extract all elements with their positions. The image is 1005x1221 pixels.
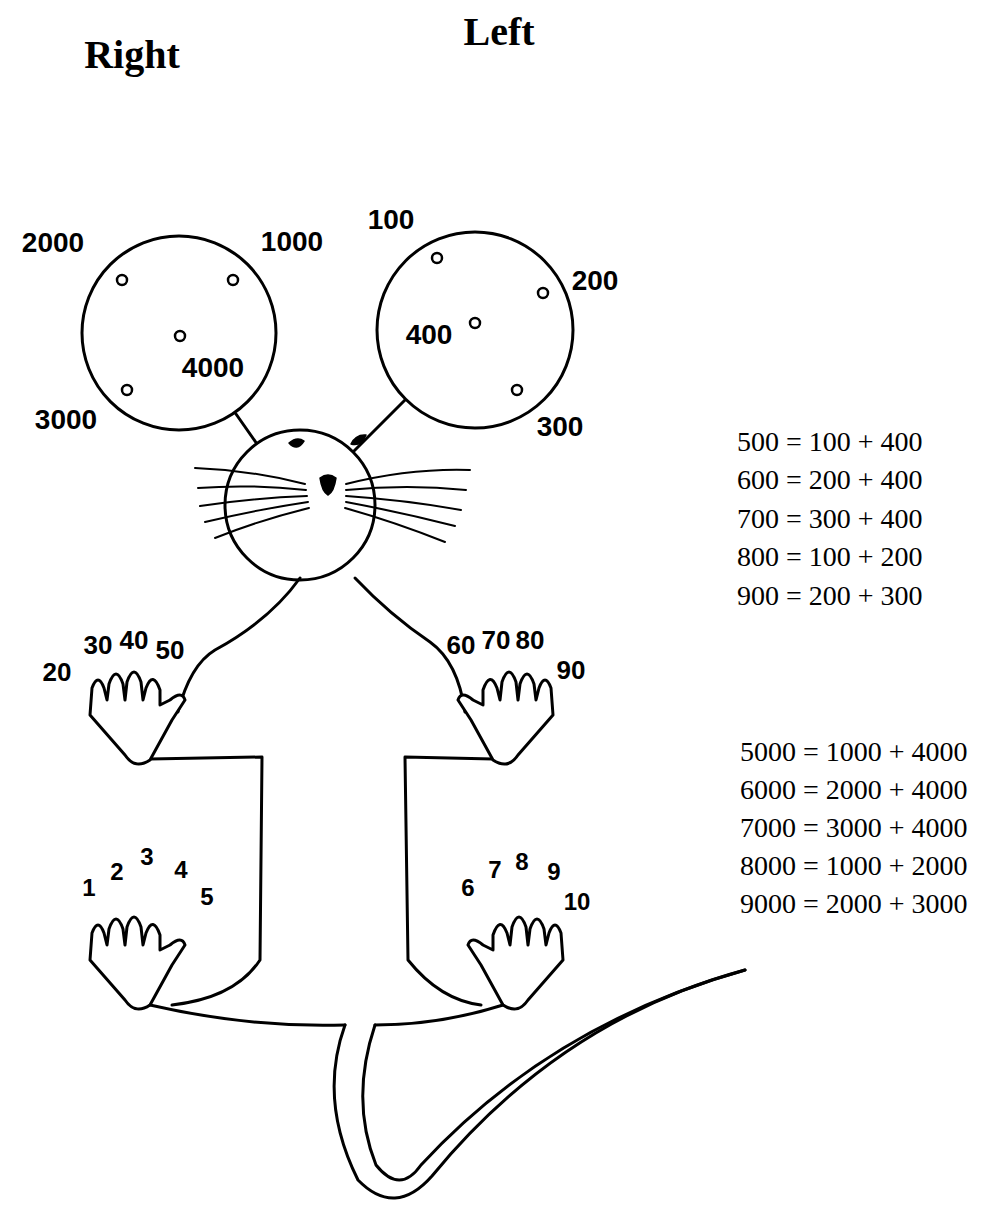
eye xyxy=(351,435,366,445)
place-value-number: 200 xyxy=(572,267,619,295)
sum-equation: 600 = 200 + 400 xyxy=(737,466,923,494)
whiskers xyxy=(195,468,470,542)
place-value-number: 4000 xyxy=(182,354,244,382)
finger-number: 90 xyxy=(557,657,586,683)
side-heading: Right xyxy=(84,35,180,75)
place-value-number: 1000 xyxy=(261,228,323,256)
ear-dot xyxy=(538,288,548,298)
sum-equation: 500 = 100 + 400 xyxy=(737,428,923,456)
finger-number: 8 xyxy=(515,850,528,874)
ear-outline xyxy=(375,230,575,430)
finger-number: 80 xyxy=(516,627,545,653)
place-value-number: 300 xyxy=(537,413,584,441)
finger-number: 5 xyxy=(200,885,213,909)
ear-outline xyxy=(377,232,573,428)
sum-equation: 6000 = 2000 + 4000 xyxy=(740,776,968,804)
place-value-number: 2000 xyxy=(22,229,84,257)
sum-equation: 9000 = 2000 + 3000 xyxy=(740,890,968,918)
finger-number: 4 xyxy=(174,858,187,882)
tail-outline xyxy=(363,970,745,1180)
ear-circle: 2000100040003000 xyxy=(80,234,278,432)
finger-number: 30 xyxy=(84,632,113,658)
ear-dot xyxy=(175,331,185,341)
finger-number: 9 xyxy=(547,860,560,884)
finger-number: 60 xyxy=(447,632,476,658)
body-outline xyxy=(405,757,493,1005)
ear-dot xyxy=(432,253,442,263)
hand-outline xyxy=(458,672,553,764)
finger-number: 6 xyxy=(461,876,474,900)
finger-number: 40 xyxy=(120,627,149,653)
arm-outline xyxy=(178,578,300,712)
hand-outline xyxy=(90,672,185,764)
body-outline xyxy=(375,1005,503,1025)
ear-dot xyxy=(122,385,132,395)
foot-outline xyxy=(90,917,185,1009)
place-value-number: 400 xyxy=(406,321,453,349)
ear-circle: 100200400300 xyxy=(375,230,575,430)
ear-outline xyxy=(82,236,276,430)
place-value-number: 3000 xyxy=(35,406,97,434)
ear-dot xyxy=(512,385,522,395)
finger-number: 7 xyxy=(488,858,501,882)
ear-dot xyxy=(228,275,238,285)
tail-outline xyxy=(334,970,745,1198)
ear-dot xyxy=(470,318,480,328)
sum-equation: 8000 = 1000 + 2000 xyxy=(740,852,968,880)
place-value-number: 100 xyxy=(368,206,415,234)
finger-number: 3 xyxy=(140,845,153,869)
nose xyxy=(320,475,336,495)
ear-stem xyxy=(236,414,257,444)
head-outline xyxy=(225,430,375,580)
finger-number: 50 xyxy=(156,637,185,663)
sum-equation: 700 = 300 + 400 xyxy=(737,505,923,533)
body-outline xyxy=(150,1005,345,1025)
eye xyxy=(289,439,304,447)
sum-equation: 900 = 200 + 300 xyxy=(737,582,923,610)
sum-equation: 5000 = 1000 + 4000 xyxy=(740,738,968,766)
ear-dot xyxy=(117,275,127,285)
ear-outline xyxy=(80,234,278,432)
finger-number: 70 xyxy=(482,627,511,653)
sum-equation: 7000 = 3000 + 4000 xyxy=(740,814,968,842)
foot-outline xyxy=(468,917,563,1009)
finger-number: 2 xyxy=(110,860,123,884)
sum-equation: 800 = 100 + 200 xyxy=(737,543,923,571)
ear-stem xyxy=(353,400,405,452)
finger-number: 1 xyxy=(82,876,95,900)
finger-number: 20 xyxy=(43,659,72,685)
finger-number: 10 xyxy=(564,890,591,914)
side-heading: Left xyxy=(463,12,534,52)
